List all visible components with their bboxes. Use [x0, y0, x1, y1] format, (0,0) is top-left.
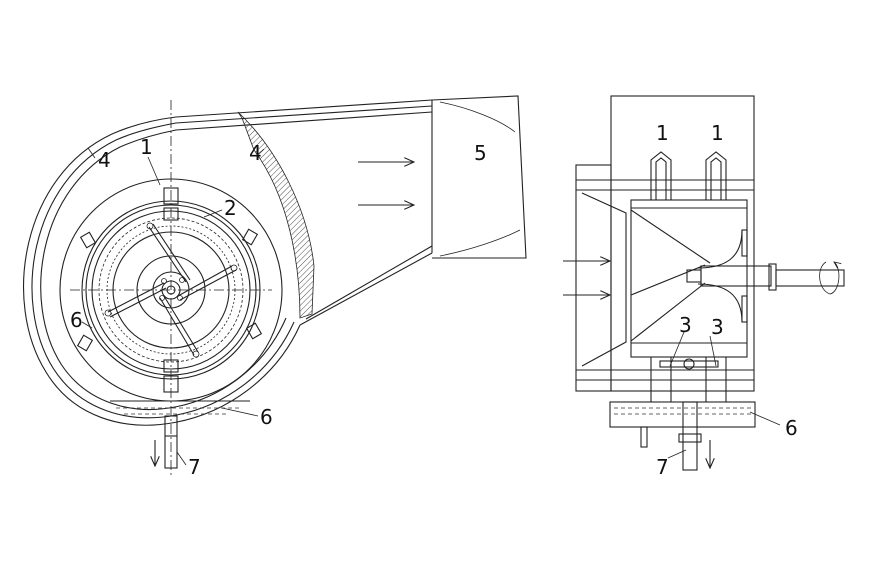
side-nozzles-top: [650, 151, 727, 200]
side-shaft: [686, 262, 845, 295]
outlet-duct: [358, 95, 527, 259]
label-front-6b: 6: [260, 405, 273, 429]
label-side-6: 6: [785, 416, 798, 440]
label-front-4b: 4: [249, 141, 262, 165]
label-front-5: 5: [474, 141, 487, 165]
rotation-arrow: [819, 262, 839, 295]
label-side-1a: 1: [656, 121, 669, 145]
side-view: 1 1 3 3 6 7: [563, 95, 845, 479]
label-front-2: 2: [224, 196, 237, 220]
label-side-3a: 3: [679, 313, 692, 337]
label-side-7: 7: [656, 455, 669, 479]
label-front-7: 7: [188, 455, 201, 479]
front-view: 1 2 4 4 5 6 6 7: [23, 95, 527, 479]
scroll-casing: [23, 99, 433, 426]
label-front-4a: 4: [98, 148, 111, 172]
side-water-tank: [609, 401, 756, 471]
label-side-3b: 3: [711, 315, 724, 339]
side-housing: [575, 95, 755, 392]
label-front-6a: 6: [70, 308, 83, 332]
label-side-1b: 1: [711, 121, 724, 145]
label-front-1: 1: [140, 135, 153, 159]
water-tank: [110, 400, 250, 469]
